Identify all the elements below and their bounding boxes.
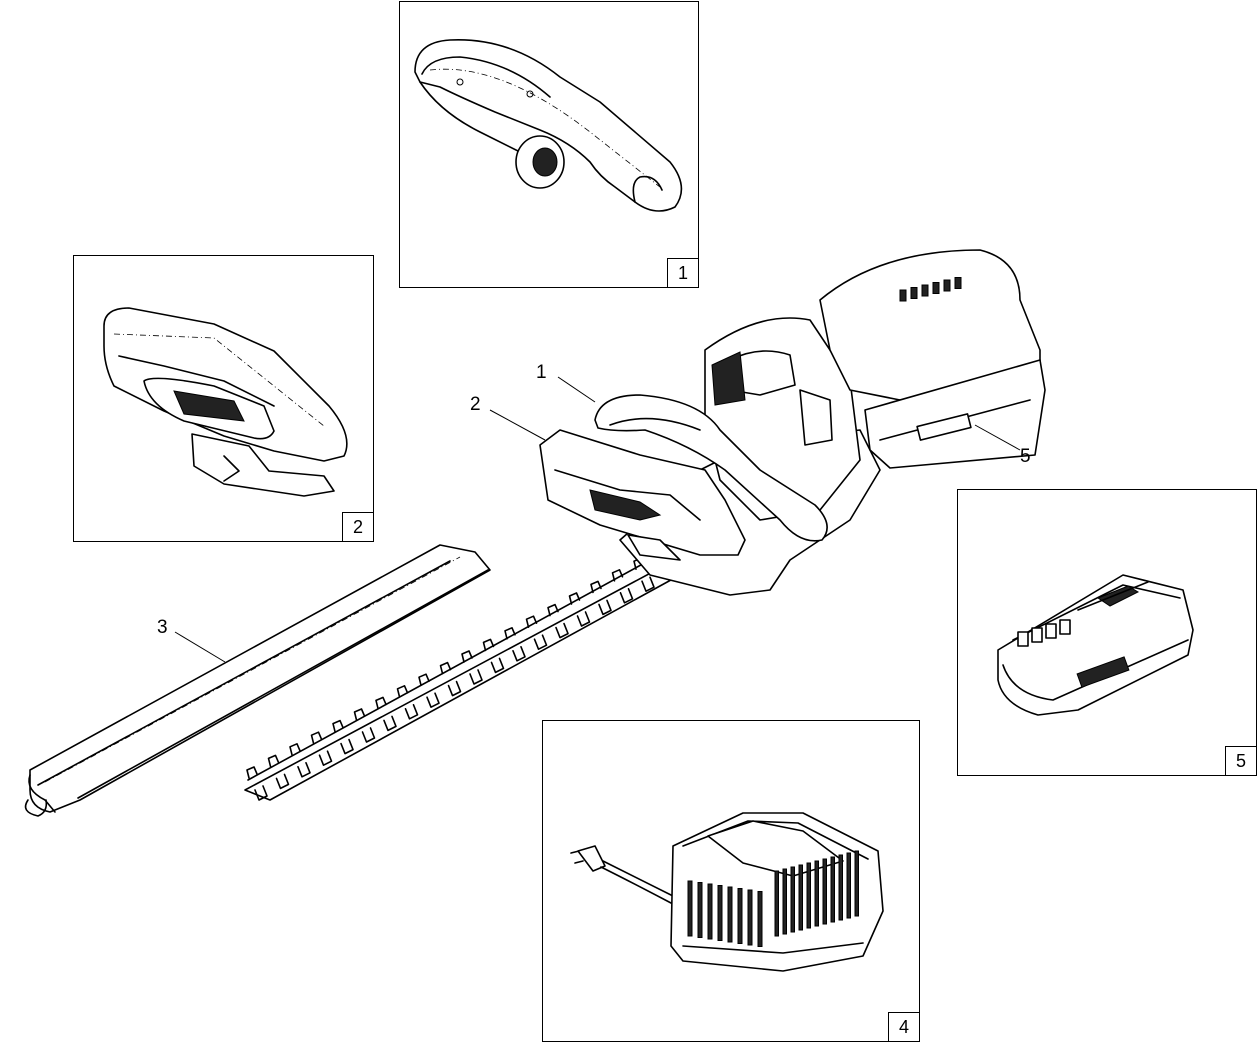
blade-tooth (318, 750, 333, 766)
charger-vent (814, 860, 819, 927)
charger-vent (717, 885, 723, 941)
blade-sheath-drawing (24, 544, 491, 817)
charger-vent (782, 868, 787, 935)
charger-vent (838, 854, 843, 921)
hand-guard-detail-drawing (103, 307, 348, 497)
charger-vent (697, 882, 703, 938)
battery-detail-drawing (997, 574, 1194, 716)
charger-vent (687, 880, 693, 937)
blade-tooth (353, 708, 366, 721)
grip-vent (899, 289, 907, 302)
charger-vent (747, 889, 753, 946)
charger-vent (806, 862, 811, 929)
blade-tooth (439, 661, 452, 675)
charger-vent (790, 866, 795, 933)
charger-vent (846, 852, 851, 919)
blade-tooth (447, 680, 462, 697)
charger-vent (830, 856, 835, 923)
blade-tooth (310, 731, 323, 744)
inset-hand-guard: 2 (73, 255, 374, 542)
blade-tooth (383, 715, 397, 732)
front-handle-drawing (594, 394, 828, 542)
blade-tooth (555, 622, 569, 639)
charger-vent (854, 850, 859, 917)
blade-tooth (533, 634, 548, 650)
blade-tooth (525, 615, 538, 628)
callout-5: 5 (1020, 446, 1031, 467)
blade-tooth (461, 650, 473, 663)
blade-tooth (404, 704, 419, 720)
charger-vent (757, 891, 763, 947)
blade-tooth (469, 669, 483, 685)
blade-tooth (254, 785, 268, 801)
charger-vent (774, 870, 779, 937)
blade-tooth (504, 627, 516, 640)
blade-tooth (297, 762, 311, 778)
charger-vent (707, 883, 713, 940)
grip-vent (943, 279, 951, 292)
blade-tooth (590, 580, 602, 594)
charger-vent (822, 858, 827, 925)
charger-detail-drawing (570, 812, 884, 972)
blade-tooth (482, 638, 495, 652)
blade-tooth (490, 657, 505, 674)
blade-tooth (619, 588, 634, 604)
inset-1-label: 1 (667, 258, 699, 288)
charger-vent (727, 886, 733, 943)
blade-tooth (275, 773, 290, 790)
inset-front-handle: 1 (399, 1, 699, 288)
inset-battery: 5 (957, 489, 1257, 776)
charger-vent (737, 888, 743, 944)
blade-tooth (361, 727, 376, 743)
blade-tooth (512, 646, 526, 662)
blade-tooth (547, 603, 559, 617)
inset-charger: 4 (542, 720, 920, 1042)
blade-tooth (340, 738, 354, 755)
callout-2: 2 (470, 394, 481, 415)
grip-vent (921, 284, 929, 297)
inset-2-label: 2 (342, 512, 374, 542)
grip-vent (932, 282, 940, 294)
callout-1: 1 (536, 362, 547, 383)
blade-tooth (568, 592, 581, 605)
blade-tooth (598, 599, 612, 616)
blade-tooth (418, 673, 430, 686)
front-handle-detail-drawing (414, 38, 683, 212)
callout-3: 3 (157, 617, 168, 638)
grip-vent (910, 287, 918, 299)
hand-guard-drawing (539, 429, 746, 561)
blade-tooth (375, 696, 387, 710)
blade-tooth (267, 754, 280, 768)
blade-tooth (576, 611, 591, 627)
charger-vent (798, 864, 803, 931)
blade-tooth (289, 743, 301, 756)
blade-tooth (246, 766, 258, 779)
blade-tooth (641, 576, 655, 592)
inset-5-label: 5 (1225, 746, 1257, 776)
inset-4-label: 4 (888, 1012, 920, 1042)
blade-tooth (426, 692, 440, 708)
blade-tooth (611, 569, 624, 582)
blade-tooth (396, 685, 409, 698)
grip-vent (954, 277, 962, 289)
blade-tooth (332, 719, 344, 733)
